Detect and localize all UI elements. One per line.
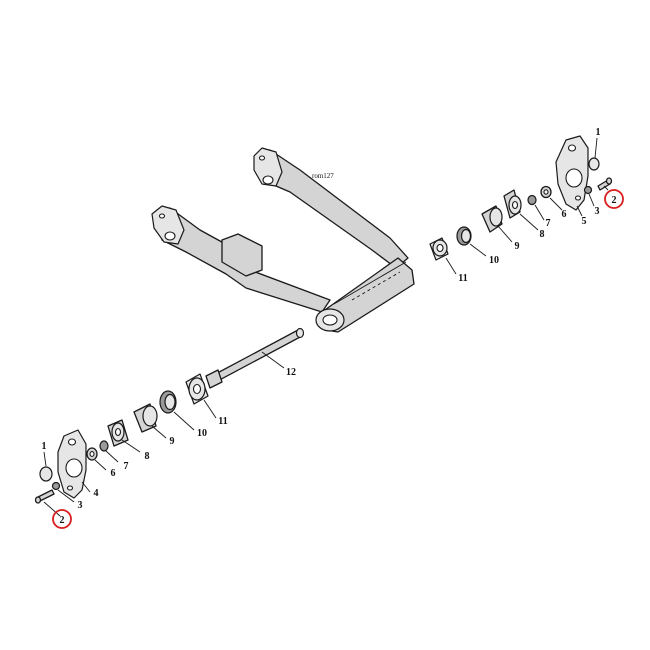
callout-right-10[interactable]: 10	[489, 255, 499, 266]
right-plate-top-hole	[567, 144, 577, 152]
highlight-ring-right-2	[604, 189, 624, 209]
callout-right-1[interactable]: 1	[596, 127, 601, 138]
right-plate-main-hole	[565, 168, 583, 188]
highlight-ring-left-2	[52, 509, 72, 529]
callouts: 1 2 3 5 6 7 8 9 10 11 12 11 10 9 8 7 6 1…	[42, 127, 617, 526]
left-bolt-head	[34, 496, 42, 504]
left-seal	[99, 440, 109, 452]
lower-axle-hole	[164, 231, 176, 241]
left-plate-bottom-hole	[66, 485, 74, 491]
callout-left-4[interactable]: 4	[94, 488, 99, 499]
diagram-reference-code: rom127	[312, 172, 334, 180]
left-washer	[51, 481, 61, 491]
callout-right-9[interactable]: 9	[515, 241, 520, 252]
callout-right-8[interactable]: 8	[540, 229, 545, 240]
left-plate-main-hole	[65, 458, 83, 478]
upper-axle-hole	[262, 175, 274, 185]
callout-left-9[interactable]: 9	[170, 436, 175, 447]
pivot-tube-bore	[322, 314, 338, 326]
left-plate-top-hole	[67, 438, 77, 446]
right-bolt-head	[605, 177, 613, 185]
callout-right-2[interactable]: 2	[612, 195, 617, 206]
callout-right-7[interactable]: 7	[546, 218, 551, 229]
right-seal	[527, 194, 537, 206]
lower-slot-hole	[158, 213, 166, 219]
callout-left-10[interactable]: 10	[197, 428, 207, 439]
callout-left-8[interactable]: 8	[145, 451, 150, 462]
callout-right-3[interactable]: 3	[595, 206, 600, 217]
callout-left-2[interactable]: 2	[60, 515, 65, 526]
leader-lines	[43, 137, 609, 517]
right-plate-bottom-hole	[574, 195, 582, 201]
callout-left-6[interactable]: 6	[111, 468, 116, 479]
callout-right-5[interactable]: 5	[582, 216, 587, 227]
callout-left-11[interactable]: 11	[218, 416, 227, 427]
swingarm	[151, 147, 415, 333]
upper-slot-hole	[258, 155, 266, 161]
callout-shaft-12[interactable]: 12	[286, 367, 296, 378]
right-washer	[583, 185, 593, 195]
right-cap	[588, 157, 600, 171]
callout-right-6[interactable]: 6	[562, 209, 567, 220]
callout-right-11[interactable]: 11	[458, 273, 467, 284]
callout-left-3[interactable]: 3	[78, 500, 83, 511]
callout-left-1[interactable]: 1	[42, 441, 47, 452]
callout-left-7[interactable]: 7	[124, 461, 129, 472]
pivot-shaft-end	[205, 369, 223, 389]
shock-bracket	[221, 233, 263, 277]
left-cap	[39, 466, 53, 482]
